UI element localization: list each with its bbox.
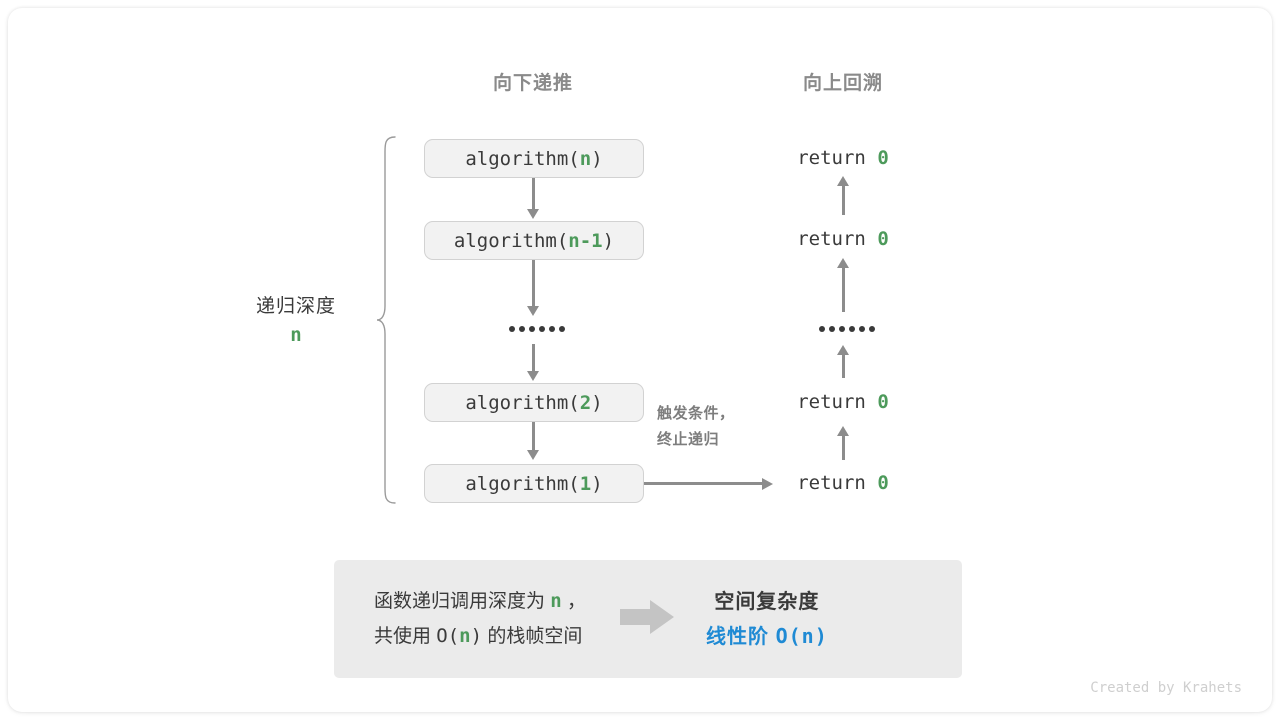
summary-complexity-bigo: O(n) (775, 623, 828, 648)
call-box-0-suffix: ) (591, 147, 603, 170)
return-label-1-text: return (797, 228, 878, 250)
summary-complexity-value: 线性阶 O(n) (706, 619, 828, 654)
base-case-arrow-head-icon (762, 478, 773, 490)
return-label-1-value: 0 (877, 228, 889, 250)
arrow-up-2-dots-icon (837, 345, 849, 355)
recursion-depth-label: 递归深度 n (196, 291, 396, 346)
connector-line-0-1 (532, 178, 535, 211)
call-box-1-arg: n-1 (568, 229, 603, 252)
recursion-depth-text: 递归深度 (255, 296, 336, 317)
call-box-1[interactable]: algorithm(n-1) (424, 221, 644, 260)
call-box-3[interactable]: algorithm(1) (424, 464, 644, 503)
call-box-1-prefix: algorithm( (453, 229, 569, 252)
return-label-0-text: return (797, 147, 878, 169)
arrow-down-1-dots-icon (527, 306, 539, 316)
arrow-down-0-1-icon (527, 209, 539, 219)
diagram-card: 向下递推 向上回溯 递归深度 n algorithm(n) algorithm(… (8, 8, 1272, 712)
call-box-2-prefix: algorithm( (465, 391, 580, 414)
summary-left-line2-b: 的栈帧空间 (482, 626, 583, 647)
summary-left-line-2: 共使用 O(n) 的栈帧空间 (374, 619, 586, 654)
call-box-3-prefix: algorithm( (465, 472, 580, 495)
return-line-3-2 (842, 433, 845, 460)
return-line-2-dots (842, 352, 845, 378)
trigger-line-2: 终止递归 (657, 431, 720, 448)
summary-left-line2-o: O( (436, 625, 460, 647)
return-label-1: return 0 (743, 228, 943, 250)
summary-left-line1-b: ， (561, 591, 587, 612)
connector-line-dots-2 (532, 344, 535, 374)
return-label-0-value: 0 (877, 147, 889, 169)
heading-downward-recursion: 向下递推 (492, 73, 573, 94)
call-box-1-suffix: ) (602, 229, 615, 252)
arrow-down-dots-2-icon (527, 371, 539, 381)
call-box-0-arg: n (579, 147, 592, 170)
arrow-down-2-3-icon (527, 450, 539, 460)
call-box-0-prefix: algorithm( (465, 147, 580, 170)
base-case-arrow-line (644, 482, 764, 485)
summary-left-line2-n: n (459, 625, 471, 647)
connector-line-2-3 (532, 422, 535, 452)
trigger-annotation: 触发条件， 终止递归 (657, 401, 735, 453)
trigger-line-1: 触发条件， (657, 405, 735, 422)
return-label-2-value: 0 (877, 391, 889, 413)
return-label-2: return 0 (743, 391, 943, 413)
credit-text: Created by Krahets (1090, 680, 1242, 696)
arrow-up-3-2-icon (837, 426, 849, 436)
summary-left-line1-n: n (550, 590, 562, 612)
summary-left-line1-a: 函数递归调用深度为 (374, 591, 551, 612)
return-line-dots-1 (842, 265, 845, 312)
call-box-3-arg: 1 (579, 472, 592, 495)
recursion-depth-value: n (290, 324, 302, 346)
call-box-0[interactable]: algorithm(n) (424, 139, 644, 178)
heading-upward-backtrack: 向上回溯 (802, 73, 883, 94)
arrow-up-dots-1-icon (837, 258, 849, 268)
summary-complexity-title: 空间复杂度 (714, 590, 820, 613)
summary-left-line2-a: 共使用 (374, 626, 437, 647)
summary-left-line-1: 函数递归调用深度为 n ， (374, 584, 586, 619)
call-box-2-suffix: ) (591, 391, 603, 414)
right-block-arrow-icon (620, 598, 676, 641)
call-box-3-suffix: ) (591, 472, 603, 495)
depth-brace-icon (376, 136, 396, 504)
call-box-2[interactable]: algorithm(2) (424, 383, 644, 422)
return-label-3: return 0 (743, 472, 943, 494)
return-label-2-text: return (797, 391, 878, 413)
summary-left-text: 函数递归调用深度为 n ， 共使用 O(n) 的栈帧空间 (374, 584, 586, 654)
connector-line-1-dots (532, 260, 535, 310)
summary-right-text: 空间复杂度 线性阶 O(n) (706, 585, 828, 654)
summary-complexity-order: 线性阶 (706, 625, 776, 648)
ellipsis-left (509, 326, 565, 332)
return-label-0: return 0 (743, 147, 943, 169)
call-box-2-arg: 2 (579, 391, 592, 414)
ellipsis-right (819, 326, 875, 332)
arrow-up-1-0-icon (837, 176, 849, 186)
return-label-3-text: return (797, 472, 878, 494)
return-label-3-value: 0 (877, 472, 889, 494)
summary-panel: 函数递归调用深度为 n ， 共使用 O(n) 的栈帧空间 空间复杂度 线性阶 O… (334, 560, 962, 678)
summary-left-line2-c: ) (470, 625, 483, 647)
return-line-1-0 (842, 183, 845, 215)
